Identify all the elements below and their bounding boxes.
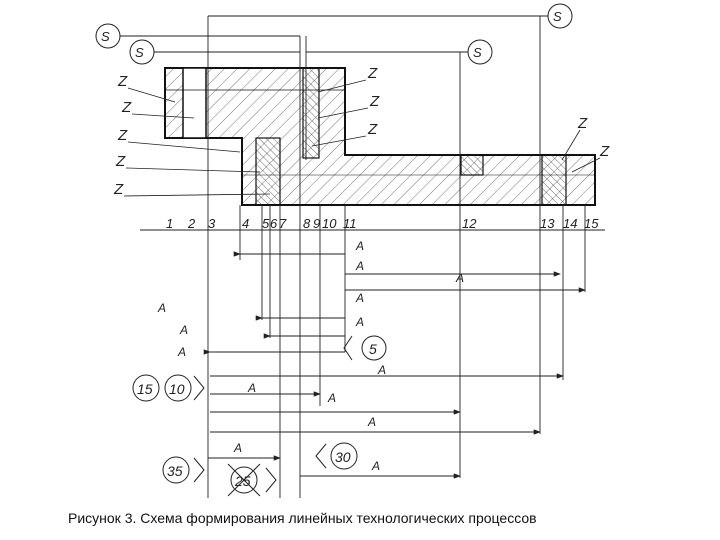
dimension-label: A [179, 323, 188, 337]
dimension-label: A [177, 345, 186, 359]
surface-number: 6 [270, 216, 278, 231]
part-section [164, 67, 596, 206]
surface-number: 3 [208, 216, 216, 231]
dimension-label: A [327, 391, 336, 405]
operation-number: 15 [137, 381, 153, 397]
operation-markers: 5 15 10 30 35 25 [132, 335, 387, 497]
surface-label: S [135, 45, 144, 60]
dimension-label: A [371, 459, 380, 473]
surface-number: 10 [322, 216, 337, 231]
surface-number: 8 [303, 216, 311, 231]
allowance-label: Z [367, 121, 378, 138]
allowance-labels: Z Z Z Z Z Z Z Z Z Z [113, 65, 610, 198]
figure-caption: Рисунок 3. Схема формирования линейных т… [68, 510, 537, 526]
surface-number: 5 [262, 216, 270, 231]
operation-number: 35 [167, 463, 183, 479]
dimension-label: A [367, 415, 376, 429]
surface-number: 9 [313, 216, 320, 231]
surface-number-row: 1 2 3 4 5 6 7 8 9 10 11 12 13 14 15 [140, 216, 605, 231]
dimension-label: A [247, 381, 256, 395]
surface-number: 11 [343, 216, 357, 231]
allowance-label: Z [577, 115, 588, 132]
allowance-label: Z [367, 65, 378, 82]
surface-number: 12 [462, 216, 477, 231]
extension-lines [207, 16, 586, 498]
allowance-label: Z [115, 153, 126, 170]
dimension-label: A [355, 315, 364, 329]
dimension-label: A [157, 301, 166, 315]
allowance-label: Z [369, 93, 380, 110]
surface-number: 14 [563, 216, 577, 231]
dimension-label: A [377, 363, 386, 377]
surface-number: 1 [166, 216, 173, 231]
surface-number: 4 [242, 216, 249, 231]
surface-number: 13 [540, 216, 555, 231]
surface-label: S [553, 9, 562, 24]
operation-number: 30 [335, 449, 351, 465]
surface-number: 7 [279, 216, 287, 231]
dimension-chains [203, 251, 586, 479]
dimension-label: A [355, 259, 364, 273]
operation-number: 10 [169, 381, 185, 397]
surface-label: S [101, 29, 110, 44]
dimension-label: A [355, 239, 364, 253]
surface-label: S [473, 45, 482, 60]
allowance-label: Z [599, 143, 610, 160]
allowance-label: Z [113, 181, 124, 198]
surface-callouts: S S S S [95, 3, 573, 65]
allowance-label: Z [117, 127, 128, 144]
operation-number: 5 [369, 341, 377, 357]
surface-number: 2 [187, 216, 196, 231]
dimension-labels: A A A A A A A A A A A A A A [157, 239, 464, 473]
dimension-label: A [355, 291, 364, 305]
allowance-label: Z [117, 73, 128, 90]
surface-number: 15 [584, 216, 599, 231]
dimension-label: A [455, 271, 464, 285]
dimension-label: A [233, 441, 242, 455]
allowance-label: Z [121, 99, 132, 116]
